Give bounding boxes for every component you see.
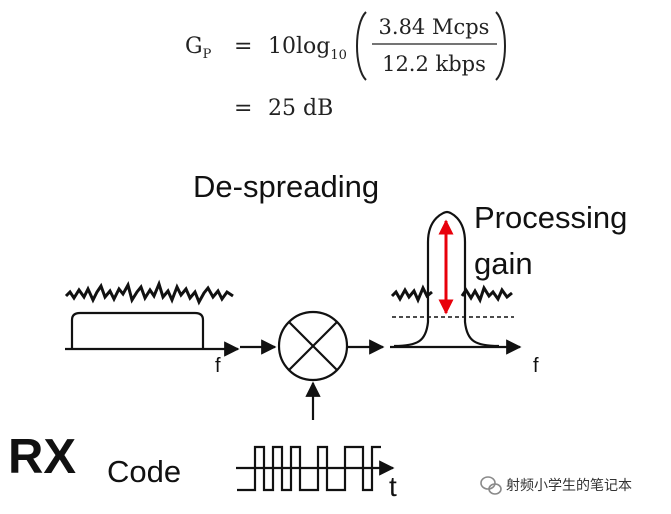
noise-trace-right xyxy=(390,284,513,304)
time-axis-label: t xyxy=(389,471,397,502)
formula-equals-2: = xyxy=(234,96,252,121)
mixer xyxy=(240,310,385,420)
formula-denominator: 12.2 kbps xyxy=(382,52,486,76)
formula-result: 25 dB xyxy=(268,96,333,121)
freq-axis-label-right: f xyxy=(533,355,539,377)
input-spectrum xyxy=(64,279,240,357)
left-paren xyxy=(356,11,367,81)
noise-trace-left xyxy=(64,279,234,306)
freq-axis-label-left: f xyxy=(215,355,221,377)
formula-numerator: 3.84 Mcps xyxy=(379,15,490,39)
watermark-text: 射频小学生的笔记本 xyxy=(506,477,632,493)
formula-log: 10log10 xyxy=(268,34,347,63)
gain-label-line1: Processing xyxy=(474,200,627,235)
spread-signal-spectrum xyxy=(70,311,205,349)
processing-gain-formula: GP = 10log10 3.84 Mcps 12.2 kbps = 25 dB xyxy=(185,11,506,121)
mixer-cross-b xyxy=(288,321,338,371)
formula-lhs: GP xyxy=(185,34,212,62)
diagram-title: De-spreading xyxy=(193,169,379,204)
gain-label-line2: gain xyxy=(474,246,533,281)
watermark: 射频小学生的笔记本 xyxy=(480,476,632,495)
rx-label: RX xyxy=(8,430,76,484)
wechat-logo-icon xyxy=(480,476,502,495)
output-spectrum xyxy=(390,210,522,355)
despread-peak xyxy=(393,210,500,348)
code-sequence xyxy=(237,445,381,492)
code-label: Code xyxy=(107,454,181,489)
right-paren xyxy=(495,11,506,81)
formula-equals-1: = xyxy=(234,34,252,59)
code-waveform xyxy=(236,445,395,492)
